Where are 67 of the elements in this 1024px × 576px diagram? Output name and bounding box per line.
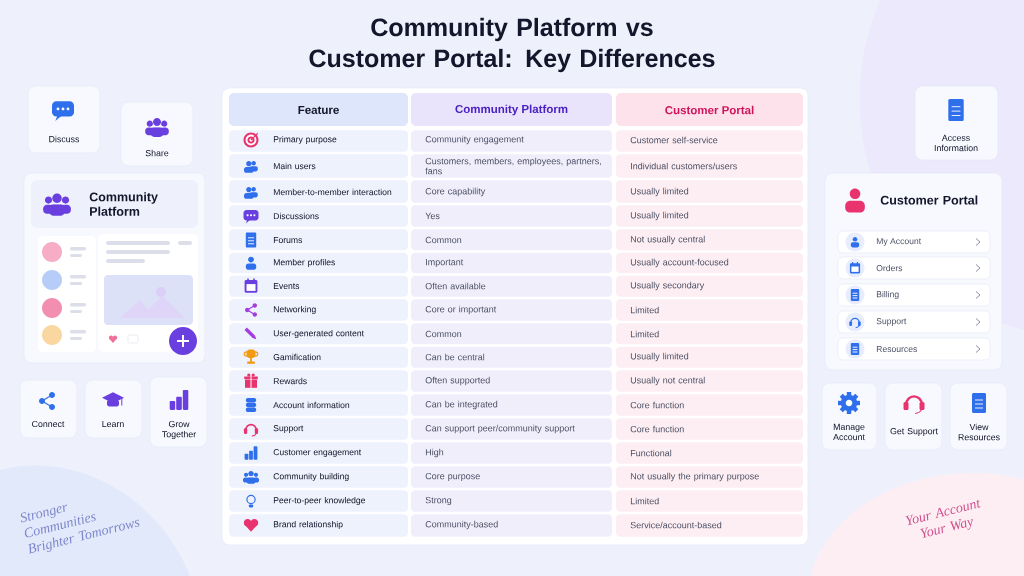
table-cell: Core function xyxy=(616,418,803,440)
table-cell: Usually limited xyxy=(616,346,803,368)
table-cell: Common xyxy=(411,323,612,345)
table-cell: Limited xyxy=(616,299,803,321)
table-cell: Individual customers/users xyxy=(616,154,803,178)
title: Community Platform vs Customer Portal: Key Differences xyxy=(309,17,715,73)
table-cell: Support xyxy=(229,418,408,440)
table-cell: Member-to-member interaction xyxy=(229,180,408,203)
table-cell: Strong xyxy=(411,490,612,512)
table-cell: Not usually the primary purpose xyxy=(616,466,803,488)
icon-card: View Resources xyxy=(949,382,1008,451)
table-cell: Usually account-focused xyxy=(616,252,803,274)
table-cell: Community engagement xyxy=(411,130,612,152)
table-cell: Peer-to-peer knowledge xyxy=(229,490,408,512)
table-cell: Customer self-service xyxy=(616,130,803,152)
icon-card: Discuss xyxy=(27,85,101,154)
menu-item: Resources xyxy=(837,337,991,361)
table-cell: Customer engagement xyxy=(229,442,408,464)
icon-card: Manage Account xyxy=(821,382,878,451)
icon-card: Share xyxy=(120,101,194,167)
table-cell: Community building xyxy=(229,466,408,488)
table-cell: Often supported xyxy=(411,370,612,392)
table-cell: Core purpose xyxy=(411,466,612,488)
table-cell: High xyxy=(411,442,612,464)
table-header-cell: Feature xyxy=(229,93,408,126)
table-cell: Primary purpose xyxy=(229,130,408,152)
table-cell: Usually not central xyxy=(616,370,803,392)
table-cell: Main users xyxy=(229,154,408,178)
table-cell: Core capability xyxy=(411,180,612,203)
table-cell: Customers, members, employees, partners, fans xyxy=(411,154,612,178)
icon-card: Access Information xyxy=(914,85,999,161)
table-cell: Can be integrated xyxy=(411,394,612,416)
table-cell: Not usually central xyxy=(616,229,803,251)
table-cell: Can support peer/community support xyxy=(411,418,612,440)
icon-card: Get Support xyxy=(884,382,943,451)
slogan: Your Account Your Way xyxy=(905,499,981,539)
table-cell: Yes xyxy=(411,205,612,227)
table-cell: Usually limited xyxy=(616,205,803,227)
table-header-cell: Customer Portal xyxy=(616,93,803,126)
icon-card: Connect xyxy=(19,379,78,439)
table-cell: Limited xyxy=(616,490,803,512)
menu-item: Orders xyxy=(837,256,991,280)
icon-card: Learn xyxy=(84,379,143,439)
table-cell: Forums xyxy=(229,229,408,251)
table-cell: Brand relationship xyxy=(229,514,408,537)
menu-item: Support xyxy=(837,310,991,334)
table-cell: Discussions xyxy=(229,205,408,227)
menu-item: Billing xyxy=(837,283,991,307)
table-cell: Limited xyxy=(616,323,803,345)
table-cell: Common xyxy=(411,229,612,251)
table-cell: Usually limited xyxy=(616,180,803,203)
table-cell: Networking xyxy=(229,299,408,321)
table-cell: Community-based xyxy=(411,514,612,537)
table-cell: Account information xyxy=(229,394,408,416)
table-cell: Service/account-based xyxy=(616,514,803,537)
table-cell: Functional xyxy=(616,442,803,464)
table-cell: Can be central xyxy=(411,346,612,368)
table-cell: Core function xyxy=(616,394,803,416)
table-cell: Important xyxy=(411,252,612,274)
table-header-cell: Community Platform xyxy=(411,93,612,126)
table-cell: Often available xyxy=(411,275,612,297)
table-cell: Core or important xyxy=(411,299,612,321)
menu-item: My Account xyxy=(837,230,991,254)
icon-card: Grow Together xyxy=(149,376,208,448)
table-cell: Rewards xyxy=(229,370,408,392)
table-cell: User-generated content xyxy=(229,323,408,345)
table-cell: Usually secondary xyxy=(616,275,803,297)
